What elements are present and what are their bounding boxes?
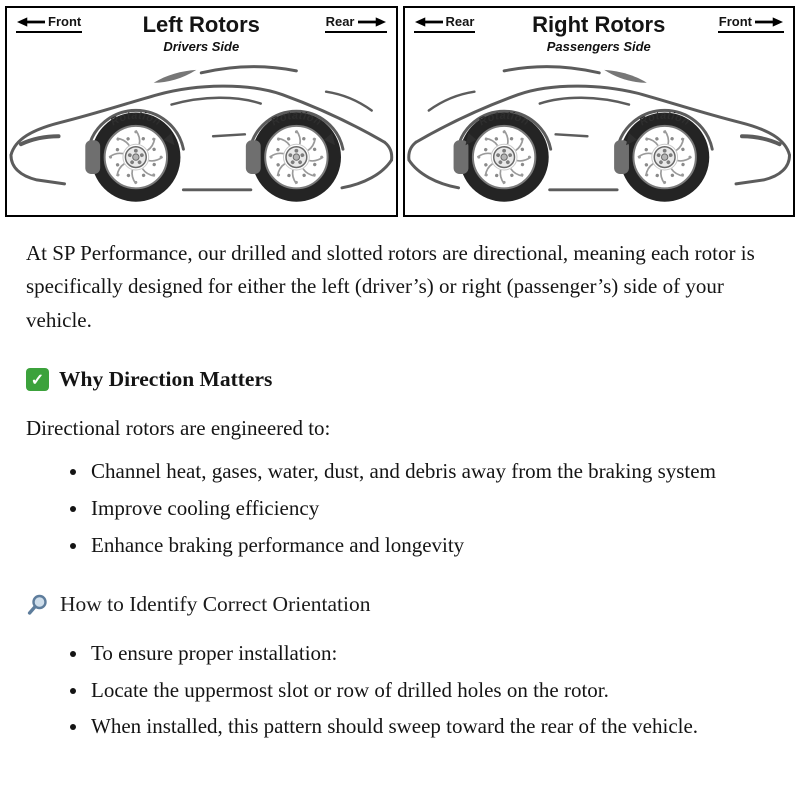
intro-paragraph: At SP Performance, our drilled and slott… bbox=[26, 240, 755, 332]
magnifier-icon bbox=[27, 594, 47, 615]
front-label-text: Front bbox=[48, 14, 82, 29]
list-item: Improve cooling efficiency bbox=[89, 492, 774, 526]
list-item: When installed, this pattern should swee… bbox=[89, 710, 774, 744]
rotation-label: Rotation bbox=[476, 110, 530, 129]
heading-text: How to Identify Correct Orientation bbox=[60, 592, 371, 617]
list-item: Channel heat, gases, water, dust, and de… bbox=[89, 455, 774, 489]
right-arrow-icon bbox=[755, 16, 783, 27]
left-rotors-panel: Front Left Rotors Drivers Side Rear Rota… bbox=[5, 6, 398, 217]
front-direction-label: Front bbox=[16, 14, 83, 33]
panel-subtitle: Passengers Side bbox=[546, 39, 651, 54]
rear-label-text: Rear bbox=[445, 14, 475, 29]
panel-title: Left Rotors bbox=[142, 12, 260, 37]
rotation-label: Rotation bbox=[637, 110, 691, 129]
panel-title: Right Rotors bbox=[532, 12, 666, 37]
rear-label-text: Rear bbox=[325, 14, 355, 29]
panel-header: Front Left Rotors Drivers Side Rear bbox=[16, 12, 387, 58]
list-item: To ensure proper installation: bbox=[89, 637, 774, 671]
green-check-icon: ✓ bbox=[26, 368, 49, 392]
rear-direction-label: Rear bbox=[413, 14, 476, 33]
panel-subtitle: Drivers Side bbox=[163, 39, 240, 54]
car-illustration-drivers-side: Rotation Rotation bbox=[8, 64, 394, 203]
right-arrow-icon bbox=[357, 16, 386, 27]
list-item: Enhance braking performance and longevit… bbox=[89, 529, 774, 563]
rotation-arrowhead bbox=[464, 132, 476, 146]
left-arrow-icon bbox=[414, 16, 443, 27]
orientation-steps-list: To ensure proper installation:Locate the… bbox=[26, 637, 774, 744]
left-arrow-icon bbox=[17, 16, 45, 27]
rear-direction-label: Rear bbox=[324, 14, 387, 33]
rotation-label: Rotation bbox=[109, 110, 163, 129]
section-heading-identify-orientation: How to Identify Correct Orientation bbox=[26, 592, 774, 617]
rotor-direction-diagram: Front Left Rotors Drivers Side Rear Rota… bbox=[0, 0, 800, 217]
panel-header: Rear Right Rotors Passengers Side Front bbox=[413, 12, 784, 58]
front-label-text: Front bbox=[718, 14, 752, 29]
rotation-arrowhead bbox=[324, 132, 336, 146]
article-content: At SP Performance, our drilled and slott… bbox=[0, 217, 800, 763]
rotation-arrowhead bbox=[163, 132, 175, 146]
right-rotors-panel: Rear Right Rotors Passengers Side Front … bbox=[402, 6, 795, 217]
benefits-list: Channel heat, gases, water, dust, and de… bbox=[26, 455, 774, 562]
heading-text: Why Direction Matters bbox=[59, 367, 273, 392]
car-illustration-passengers-side: Rotation Rotation bbox=[406, 64, 792, 203]
lead-paragraph: Directional rotors are engineered to: bbox=[26, 416, 331, 441]
rotation-arrowhead bbox=[625, 132, 637, 146]
front-direction-label: Front bbox=[717, 14, 784, 33]
rotation-label: Rotation bbox=[269, 110, 323, 129]
list-item: Locate the uppermost slot or row of dril… bbox=[89, 674, 774, 708]
section-heading-why-direction-matters: ✓ Why Direction Matters bbox=[26, 367, 774, 392]
